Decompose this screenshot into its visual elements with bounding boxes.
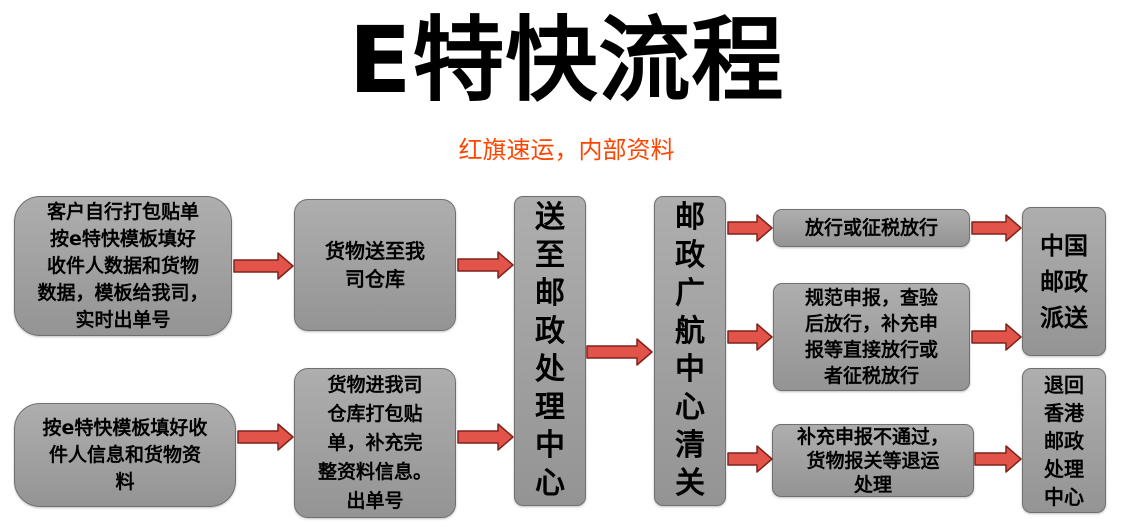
arrow-right-icon xyxy=(727,214,773,242)
arrow-right-icon xyxy=(586,338,653,366)
arrow-right-icon xyxy=(457,251,514,279)
arrow-right-icon xyxy=(233,252,294,280)
box-customer-self-pack: 客户自行打包贴单 按e特快模板填好 收件人数据和货物 数据，模板给我司， 实时出… xyxy=(14,196,232,336)
subtitle: 红旗速运，内部资料 xyxy=(458,136,675,164)
arrow-right-icon xyxy=(727,323,773,351)
arrow-right-icon xyxy=(727,445,773,473)
box-warehouse-pack: 货物进我司 仓库打包贴 单，补充完 整资料信息。 出单号 xyxy=(294,368,456,518)
box-release: 放行或征税放行 xyxy=(773,209,970,247)
box-return-hk-postal: 退回 香港 邮政 处理 中心 xyxy=(1022,368,1106,513)
box-declare-fail-return: 补充申报不通过， 货物报关等退运 处理 xyxy=(772,424,974,497)
box-template-fill-info: 按e特快模板填好收 件人信息和货物资 料 xyxy=(14,403,236,507)
box-deliver-to-warehouse: 货物送至我 司仓库 xyxy=(294,199,456,331)
arrow-right-icon xyxy=(974,445,1022,473)
arrow-right-icon xyxy=(971,214,1022,242)
arrow-right-icon xyxy=(457,423,514,451)
box-send-postal-center: 送 至 邮 政 处 理 中 心 xyxy=(514,196,586,506)
page-title: E特快流程 xyxy=(348,7,785,114)
arrow-right-icon xyxy=(237,423,294,451)
box-customs-clearance: 邮 政 广 航 中 心 清 关 xyxy=(654,196,726,506)
box-china-post-delivery: 中国 邮政 派送 xyxy=(1022,207,1106,356)
box-declare-release: 规范申报，查验 后放行，补充申 报等直接放行或 者征税放行 xyxy=(773,283,970,391)
arrow-right-icon xyxy=(971,323,1022,351)
